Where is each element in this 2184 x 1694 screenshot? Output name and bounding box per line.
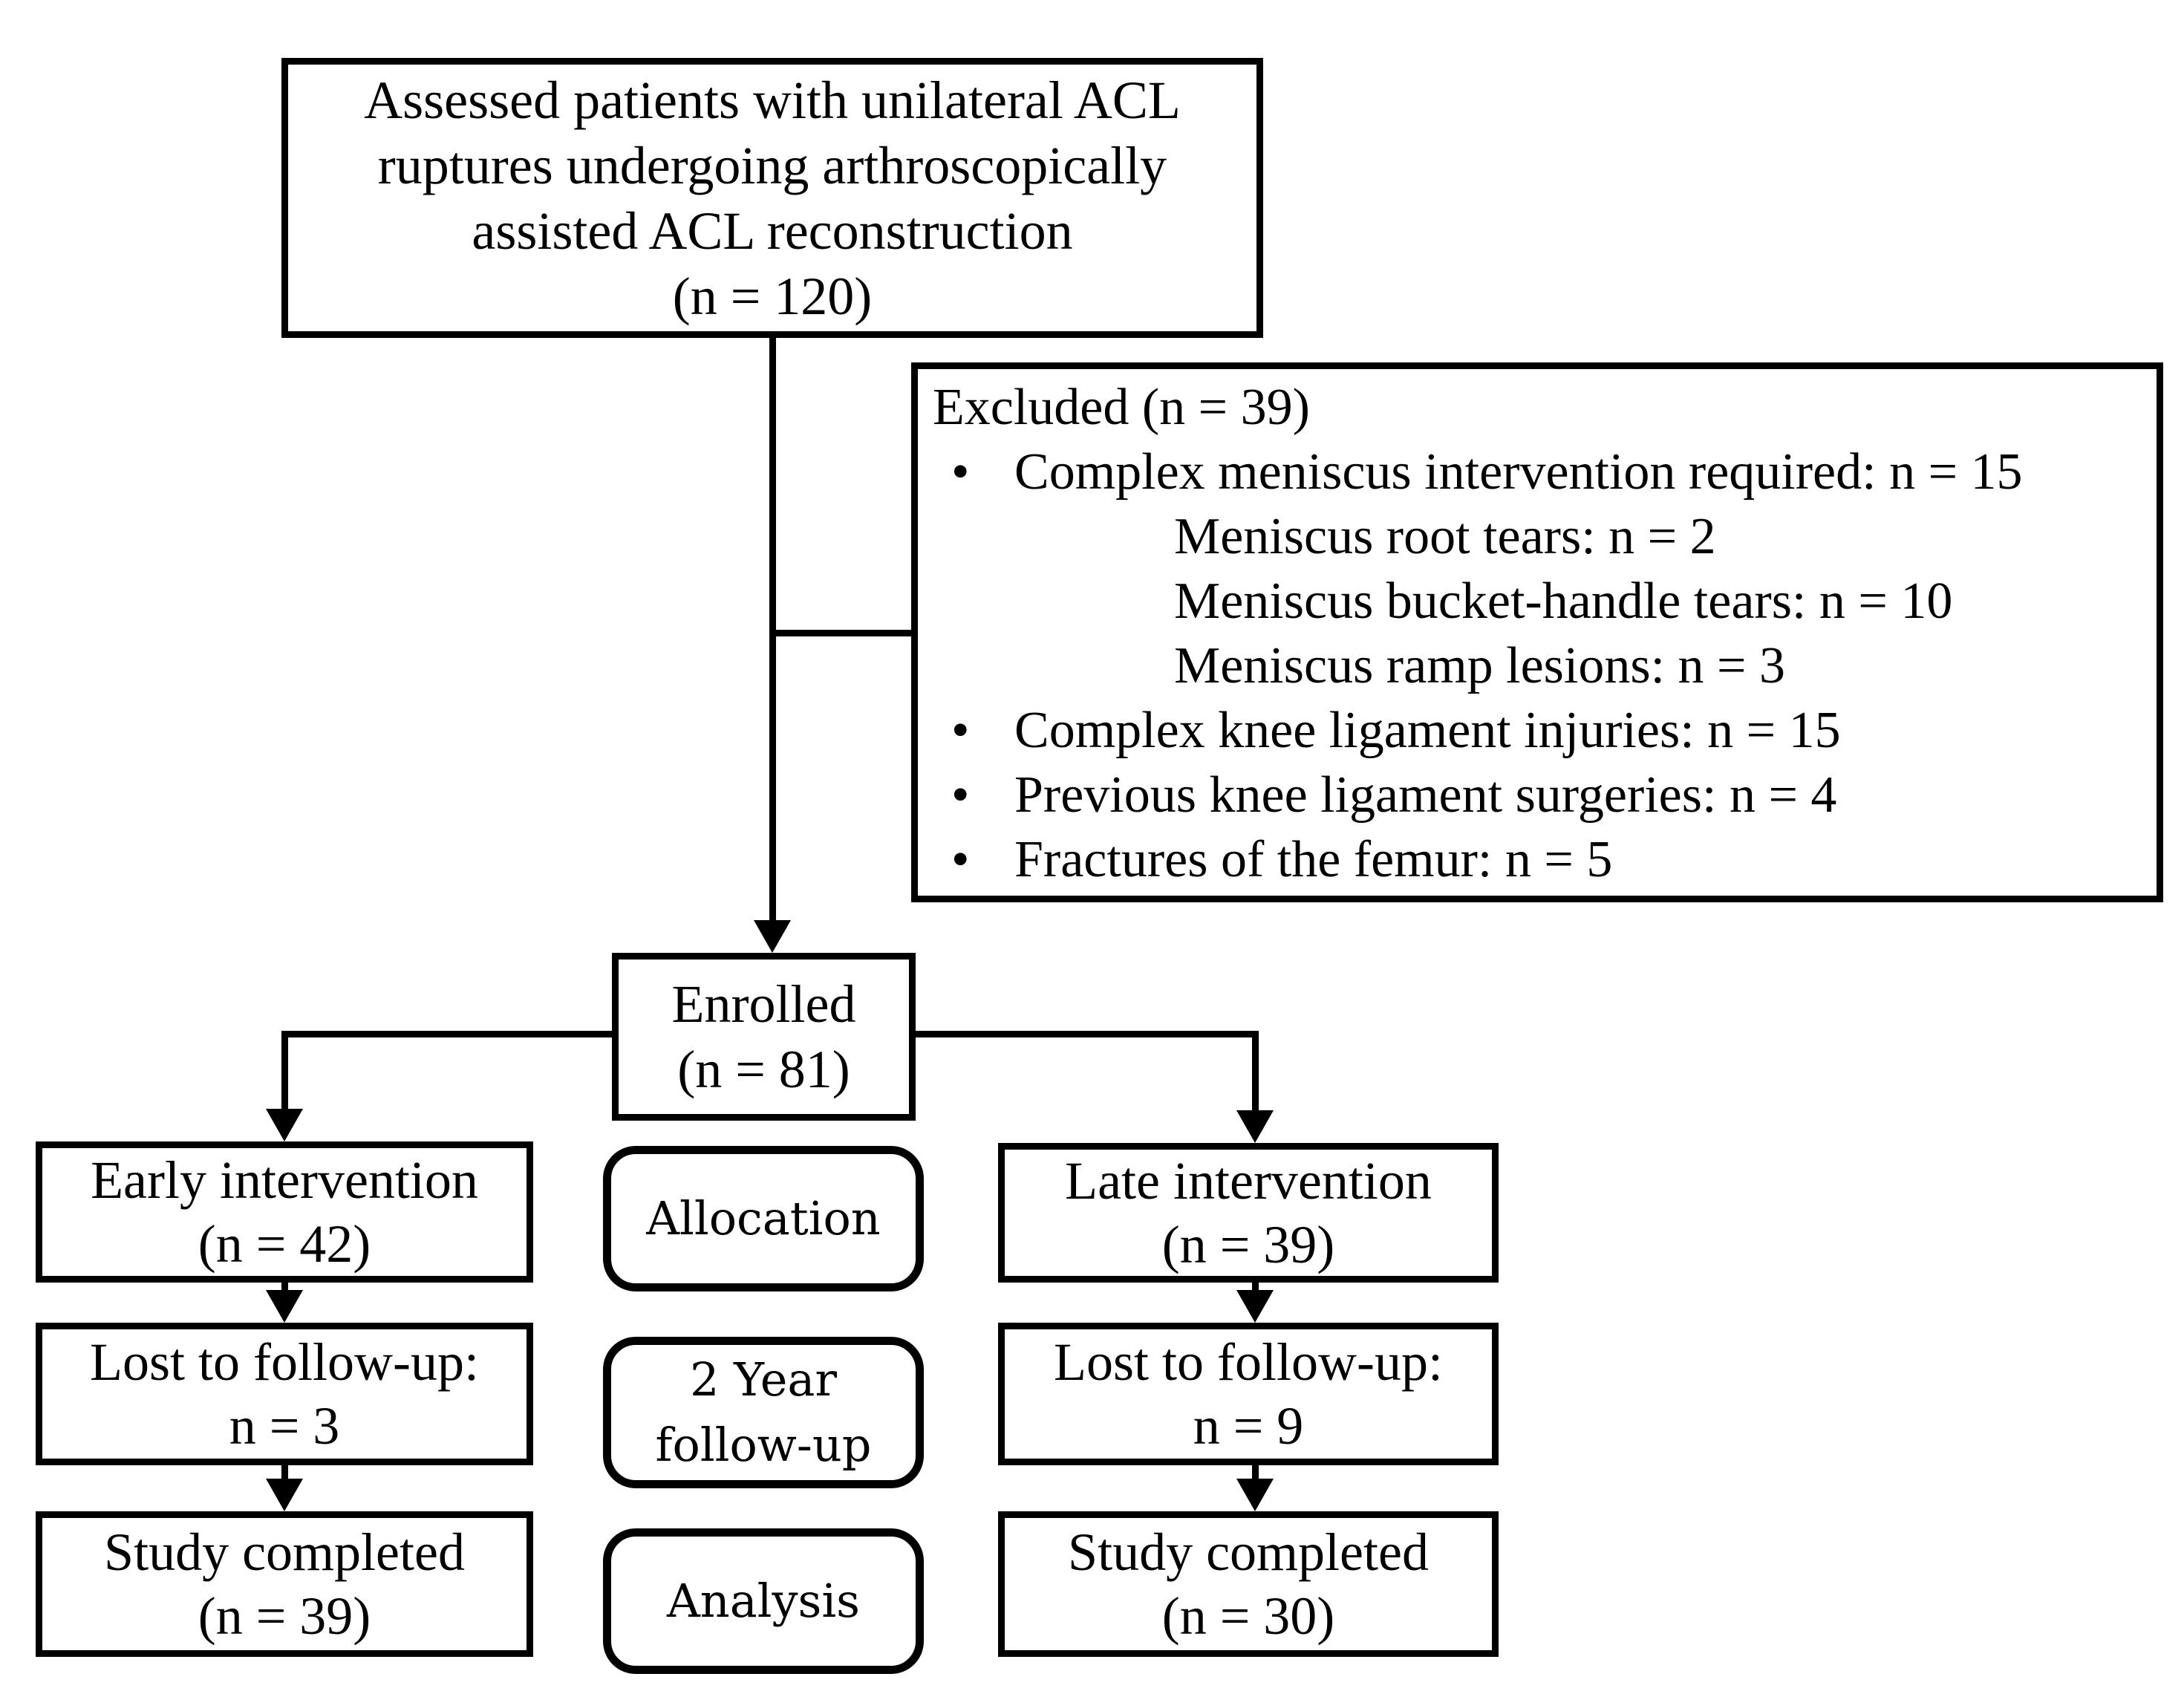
lost-to-followup-left-box: Lost to follow-up: n = 3 [36, 1323, 533, 1465]
lost-to-followup-right-box: Lost to follow-up: n = 9 [998, 1323, 1499, 1465]
excluded-box: Excluded (n = 39) • Complex meniscus int… [911, 362, 2163, 902]
line-late-to-lost [1252, 1283, 1259, 1293]
line-enrolled-to-early [281, 1031, 615, 1037]
line-lost-to-study-left [281, 1465, 288, 1482]
arrowhead-into-late [1236, 1110, 1274, 1143]
bullet-icon: • [951, 766, 970, 824]
study-completed-left-box: Study completed (n = 39) [36, 1511, 533, 1657]
excluded-item-text: Fractures of the femur: n = 5 [1014, 831, 1613, 888]
excluded-item: • Complex meniscus intervention required… [918, 440, 2157, 504]
early-intervention-count: (n = 42) [198, 1214, 371, 1274]
excluded-item-text: Complex knee ligament injuries: n = 15 [1014, 702, 1841, 759]
excluded-subitem-text: Meniscus root tears: n = 2 [1174, 508, 1716, 565]
late-intervention-label: Late intervention [1065, 1151, 1432, 1211]
late-intervention-count: (n = 39) [1161, 1215, 1335, 1274]
late-intervention-box: Late intervention (n = 39) [998, 1143, 1499, 1283]
excluded-item-text: Complex meniscus intervention required: … [1014, 443, 2023, 501]
line-lost-to-study-right [1252, 1465, 1259, 1482]
arrowhead-into-lost-right [1236, 1290, 1274, 1323]
arrowhead-into-early [266, 1109, 303, 1141]
excluded-subitem-text: Meniscus bucket-handle tears: n = 10 [1174, 573, 1953, 630]
arrowhead-into-study-right [1236, 1479, 1274, 1511]
excluded-title: Excluded (n = 39) [933, 379, 1310, 436]
allocation-stage-box: Allocation [603, 1146, 924, 1291]
assessed-count: (n = 120) [672, 266, 873, 326]
excluded-subitem-text: Meniscus ramp lesions: n = 3 [1174, 637, 1786, 694]
lost-left-label: Lost to follow-up: [90, 1332, 479, 1392]
allocation-stage-label: Allocation [646, 1191, 881, 1245]
excluded-item: • Previous knee ligament surgeries: n = … [918, 763, 2157, 827]
excluded-item: • Complex knee ligament injuries: n = 15 [918, 698, 2157, 763]
line-enrolled-to-late [913, 1031, 1259, 1037]
line-branch-to-excluded [772, 630, 914, 636]
early-intervention-label: Early intervention [91, 1150, 478, 1210]
bullet-icon: • [951, 443, 970, 501]
excluded-item-text: Previous knee ligament surgeries: n = 4 [1014, 766, 1837, 824]
followup-stage-line: follow-up [655, 1418, 872, 1472]
arrowhead-into-enrolled [754, 920, 791, 953]
early-intervention-box: Early intervention (n = 42) [36, 1141, 533, 1283]
bullet-icon: • [951, 702, 970, 759]
study-right-count: (n = 30) [1161, 1586, 1335, 1646]
analysis-stage-label: Analysis [667, 1574, 860, 1628]
study-right-label: Study completed [1068, 1522, 1429, 1582]
study-left-label: Study completed [104, 1522, 465, 1582]
line-drop-late [1252, 1031, 1259, 1110]
study-completed-right-box: Study completed (n = 30) [998, 1511, 1499, 1657]
lost-left-count: n = 3 [229, 1396, 340, 1456]
arrowhead-into-study-left [266, 1479, 303, 1511]
study-left-count: (n = 39) [198, 1586, 371, 1646]
lost-right-label: Lost to follow-up: [1054, 1332, 1443, 1392]
assessed-line: ruptures undergoing arthroscopically [377, 135, 1167, 195]
excluded-subitem: Meniscus root tears: n = 2 [918, 504, 2157, 569]
enrolled-box: Enrolled (n = 81) [612, 953, 916, 1121]
followup-stage-line: 2 Year [690, 1352, 837, 1407]
arrowhead-into-lost-left [266, 1290, 303, 1323]
followup-stage-box: 2 Year follow-up [603, 1337, 924, 1488]
line-early-to-lost [281, 1283, 288, 1293]
analysis-stage-box: Analysis [603, 1528, 924, 1674]
line-drop-early [281, 1031, 288, 1110]
assessed-box: Assessed patients with unilateral ACL ru… [281, 58, 1263, 338]
excluded-item: • Fractures of the femur: n = 5 [918, 827, 2157, 892]
lost-right-count: n = 9 [1193, 1396, 1304, 1456]
enrolled-count: (n = 81) [677, 1040, 850, 1099]
excluded-subitem: Meniscus bucket-handle tears: n = 10 [918, 569, 2157, 633]
assessed-line: assisted ACL reconstruction [472, 201, 1073, 261]
bullet-icon: • [951, 831, 970, 888]
excluded-subitem: Meniscus ramp lesions: n = 3 [918, 633, 2157, 698]
assessed-line: Assessed patients with unilateral ACL [364, 70, 1181, 130]
enrolled-line: Enrolled [671, 974, 856, 1034]
